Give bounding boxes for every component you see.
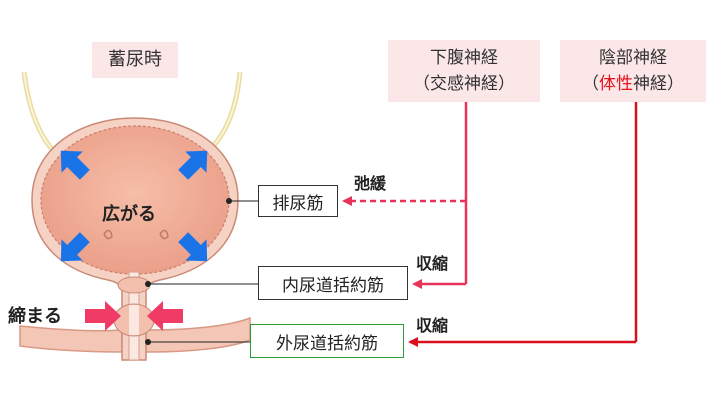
external-sphincter-box: 外尿道括約筋 [250, 324, 404, 358]
pudendal-nerve-type: （体性神経） [560, 71, 706, 97]
pudendal-nerve-box: 陰部神経 （体性神経） [560, 40, 706, 102]
ureter-opening-left [103, 229, 113, 240]
tighten-arrow-icon-left [85, 301, 121, 331]
hypogastric-nerve-box: 下腹神経 （交感神経） [388, 40, 540, 102]
pudendal-highlight: 体性 [599, 74, 633, 94]
tighten-label: 締まる [8, 306, 62, 327]
relax-label: 弛緩 [354, 174, 387, 193]
state-label: 蓄尿時 [92, 42, 178, 78]
contract-external-label: 収縮 [416, 316, 449, 335]
expand-arrow-icon-tr [178, 150, 208, 180]
pudendal-nerve-name: 陰部神経 [599, 48, 667, 68]
pudendal-open-paren: （ [582, 74, 599, 94]
contract-internal-label: 収縮 [416, 254, 449, 273]
expand-arrow-icon-tl [60, 150, 90, 180]
expand-arrow-icon-br [178, 232, 208, 262]
tighten-arrow-icon-right [147, 301, 183, 331]
detrusor-muscle-box: 排尿筋 [258, 185, 338, 217]
internal-sphincter-box: 内尿道括約筋 [258, 266, 408, 300]
expand-arrow-icon-bl [60, 232, 90, 262]
ureter-opening-right [159, 229, 169, 240]
pudendal-rest: 神経） [633, 74, 684, 94]
expand-label: 広がる [102, 204, 156, 225]
hypogastric-nerve-type: （交感神経） [413, 74, 515, 94]
hypogastric-nerve-name: 下腹神経 [430, 48, 498, 68]
